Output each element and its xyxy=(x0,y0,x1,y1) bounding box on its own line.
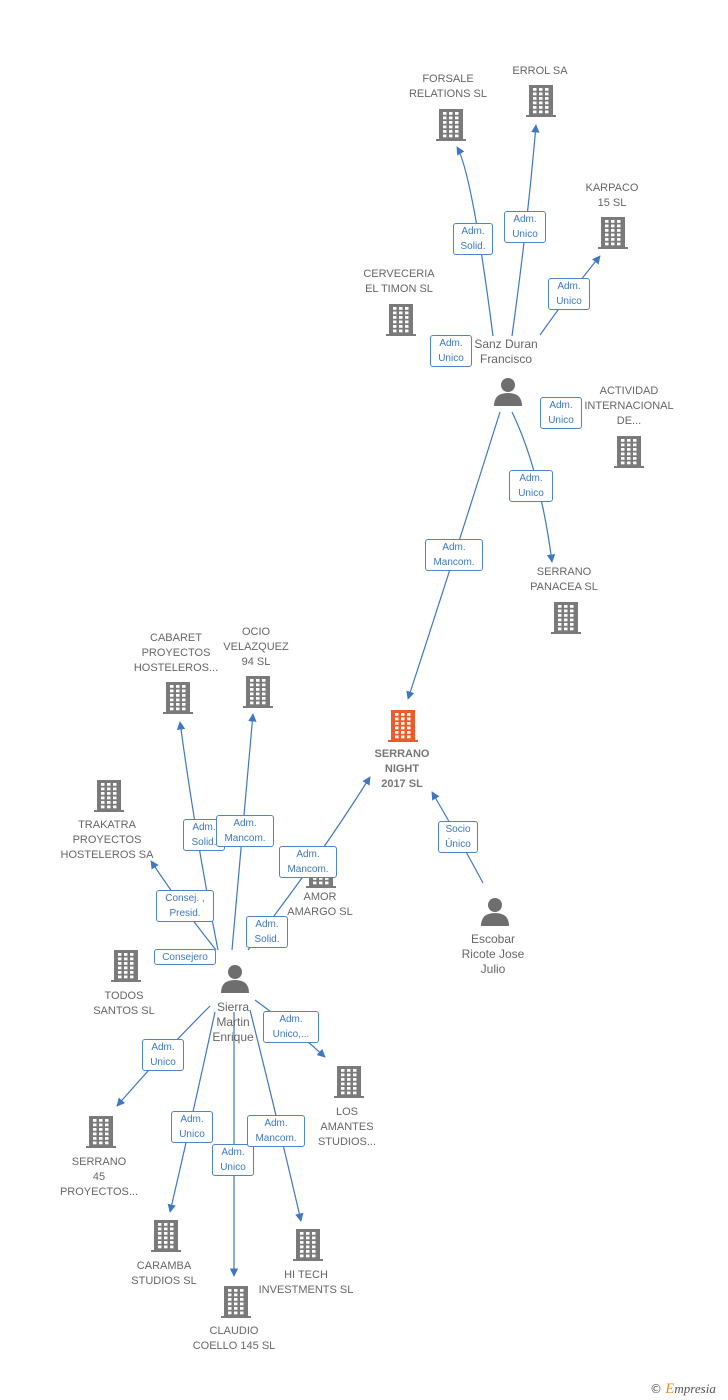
brand-footer: © Empresia xyxy=(650,1381,716,1398)
edge-label-sierra-to-los_amantes[interactable]: Adm. Unico,... xyxy=(263,1011,319,1043)
edge-label-sierra-to-amor[interactable]: Adm. Solid. xyxy=(246,916,288,948)
hitech-building-icon[interactable] xyxy=(293,1229,323,1261)
claudio-building-icon[interactable] xyxy=(221,1286,251,1318)
edge-sanz-to-forsale xyxy=(456,146,494,337)
node-label-trakatra[interactable]: TRAKATRA PROYECTOS HOSTELEROS SA xyxy=(60,819,154,861)
edge-label-sierra-to-serrano_night[interactable]: Adm. Mancom. xyxy=(279,846,337,878)
edge-label-sierra-to-caramba[interactable]: Adm. Unico xyxy=(171,1111,213,1143)
edge-label-sanz-to-karpaco[interactable]: Adm. Unico xyxy=(548,278,590,310)
node-label-caramba[interactable]: CARAMBA STUDIOS SL xyxy=(131,1260,197,1287)
caramba-building-icon[interactable] xyxy=(151,1220,181,1252)
serrano-night-building-icon[interactable] xyxy=(388,710,418,742)
actividad-building-icon[interactable] xyxy=(614,436,644,468)
edge-label-sanz-to-serrano_panacea[interactable]: Adm. Unico xyxy=(509,470,553,502)
node-label-cabaret[interactable]: CABARET PROYECTOS HOSTELEROS... xyxy=(133,632,219,674)
node-label-sanz[interactable]: Sanz Duran Francisco xyxy=(474,337,538,366)
node-label-cerveceria[interactable]: CERVECERIA EL TIMON SL xyxy=(363,268,435,295)
edge-label-sierra-to-hitech[interactable]: Adm. Mancom. xyxy=(247,1115,305,1147)
cerveceria-building-icon[interactable] xyxy=(386,304,416,336)
node-label-errol[interactable]: ERROL SA xyxy=(512,65,568,77)
edge-label-escobar-to-serrano_night[interactable]: Socio Único xyxy=(438,821,478,853)
edge-label-sanz-to-serrano_night[interactable]: Adm. Mancom. xyxy=(425,539,483,571)
ocio-building-icon[interactable] xyxy=(243,676,273,708)
sierra-person-icon[interactable] xyxy=(221,965,249,993)
escobar-person-icon[interactable] xyxy=(481,898,509,926)
todos-building-icon[interactable] xyxy=(111,950,141,982)
brand-initial: E xyxy=(665,1381,675,1397)
sanz-person-icon[interactable] xyxy=(494,378,522,406)
cabaret-building-icon[interactable] xyxy=(163,682,193,714)
node-label-claudio[interactable]: CLAUDIO COELLO 145 SL xyxy=(192,1325,276,1352)
edge-label-sierra-to-ocio[interactable]: Adm. Mancom. xyxy=(216,815,274,847)
node-label-forsale[interactable]: FORSALE RELATIONS SL xyxy=(408,73,488,100)
node-label-todos[interactable]: TODOS SANTOS SL xyxy=(93,990,155,1017)
trakatra-building-icon[interactable] xyxy=(94,780,124,812)
errol-building-icon[interactable] xyxy=(526,85,556,117)
edge-label-sanz-to-cerveceria[interactable]: Adm. Unico xyxy=(430,335,472,367)
edge-label-sierra-to-todos[interactable]: Consejero xyxy=(154,949,216,965)
copyright-symbol: © xyxy=(650,1382,662,1396)
node-label-serrano45[interactable]: SERRANO 45 PROYECTOS... xyxy=(59,1156,139,1198)
node-label-los-amantes[interactable]: LOS AMANTES STUDIOS... xyxy=(317,1106,377,1148)
node-label-serrano-night[interactable]: SERRANO NIGHT 2017 SL xyxy=(374,748,430,790)
serrano45-building-icon[interactable] xyxy=(86,1116,116,1148)
node-label-sierra[interactable]: Sierra Martin Enrique xyxy=(212,1000,254,1044)
brand-name: mpresia xyxy=(674,1381,716,1396)
edge-label-sierra-to-trakatra[interactable]: Consej. , Presid. xyxy=(156,890,214,922)
node-label-hitech[interactable]: HI TECH INVESTMENTS SL xyxy=(258,1269,354,1296)
edge-label-sanz-to-actividad[interactable]: Adm. Unico xyxy=(540,397,582,429)
edge-label-sanz-to-forsale[interactable]: Adm. Solid. xyxy=(453,223,493,255)
edge-label-sanz-to-errol[interactable]: Adm. Unico xyxy=(504,211,546,243)
node-label-amor[interactable]: AMOR AMARGO SL xyxy=(287,891,353,918)
karpaco-building-icon[interactable] xyxy=(598,217,628,249)
node-label-actividad[interactable]: ACTIVIDAD INTERNACIONAL DE... xyxy=(584,385,674,427)
forsale-building-icon[interactable] xyxy=(436,109,466,141)
node-label-ocio[interactable]: OCIO VELAZQUEZ 94 SL xyxy=(223,626,289,668)
los-amantes-building-icon[interactable] xyxy=(334,1066,364,1098)
node-label-karpaco[interactable]: KARPACO 15 SL xyxy=(585,182,639,209)
serrano-panacea-building-icon[interactable] xyxy=(551,602,581,634)
edge-label-sierra-to-claudio[interactable]: Adm. Unico xyxy=(212,1144,254,1176)
node-label-escobar[interactable]: Escobar Ricote Jose Julio xyxy=(461,932,525,976)
node-label-serrano-panacea[interactable]: SERRANO PANACEA SL xyxy=(530,566,598,593)
edge-label-sierra-to-serrano45[interactable]: Adm. Unico xyxy=(142,1039,184,1071)
